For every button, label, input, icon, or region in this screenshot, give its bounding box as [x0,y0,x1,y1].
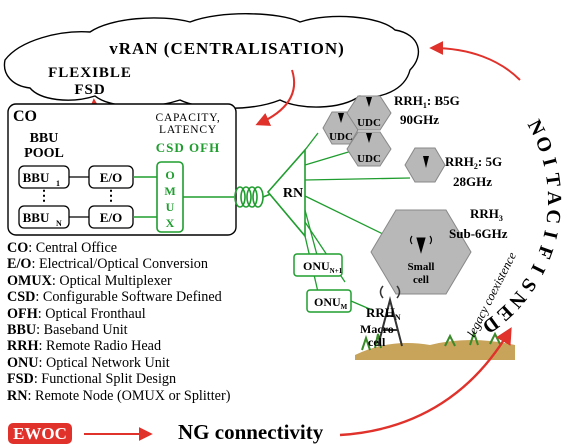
small-cell-label-1: Small [408,261,435,273]
cloud-title: vRAN (CENTRALISATION) [109,39,345,58]
csd-ofh-label: CSD OFH [156,140,220,155]
legend-row: E/O: Electrical/Optical Conversion [7,256,230,272]
legend-desc: : Remote Node (OMUX or Splitter) [27,387,231,404]
udc-label-2: UDC [357,117,381,129]
omux-m: M [164,184,175,198]
legend-desc: : Optical Multiplexer [51,272,172,289]
densification-letter: T [541,172,565,189]
fiber-coil [234,186,264,208]
ng-arrow [339,327,512,437]
omux-x: X [166,216,175,230]
rrh3-label: RRH3 [470,206,503,223]
rrh1-label: RRH1: B5G [394,93,460,110]
omux-o: O [165,168,174,182]
fsd-label: FSD [74,82,105,98]
densification-letter: C [541,208,564,225]
rrhn-label: RRHN [366,305,401,322]
flexible-label: FLEXIBLE [48,65,132,81]
latency-label: LATENCY [159,124,217,136]
legend-row: RN: Remote Node (OMUX or Splitter) [7,388,230,404]
bbu-pool-label-1: BBU [30,131,59,146]
densification-letter: A [543,191,565,206]
macro-label-1: Macro [360,322,394,336]
udc-antennas [338,97,429,168]
rrh3-freq: Sub-6GHz [449,226,508,241]
legend-row: CSD: Configurable Software Defined [7,289,230,305]
small-cell-label-2: cell [413,274,429,286]
macro-label-2: cell [368,335,386,349]
macro-cell-scene [355,285,515,360]
ewoc-badge: EWOC [8,423,72,444]
rrh2-label: RRH2: 5G [445,154,502,171]
udc-label-3: UDC [357,153,381,165]
arrow-to-co [255,69,296,126]
udc-cluster [322,95,446,183]
legend-desc: : Electrical/Optical Conversion [31,256,208,273]
bbu-pool-label-2: POOL [24,146,64,161]
onu-n1-label: ONUN+1 [303,259,343,275]
legend-row: OMUX: Optical Multiplexer [7,273,230,289]
rrh2-freq: 28GHz [453,174,492,189]
legend-key: OFH [7,305,38,322]
legend-key: RRH [7,338,39,355]
densification-letter: I [538,155,561,168]
legend-row: BBU: Baseband Unit [7,322,230,338]
vran-cloud [3,13,420,109]
small-cell-antenna [409,235,433,254]
onu-m-label: ONUM [314,295,348,311]
legend-key: OMUX [7,272,52,289]
densification-letter: O [531,133,557,155]
bbu-1-sub: 1 [56,179,60,188]
eo-n-label: E/O [100,210,122,225]
rrh1-freq: 90GHz [400,112,439,127]
legend-key: CO [7,240,29,256]
legend-key: ONU [7,354,39,371]
densification-letter: F [532,243,557,262]
legend-desc: : Central Office [28,240,118,256]
legend-desc: : Baseband Unit [36,322,128,339]
legend-key: CSD [7,289,36,306]
legend-desc: : Optical Fronthaul [37,305,146,322]
onu-n1-box [293,253,343,277]
remote-node [266,147,306,239]
bbu-n-sub: N [56,219,62,228]
omux-u: U [166,200,175,214]
bbu-dots: ⋮ [37,189,51,204]
udc-label-1: UDC [329,131,353,143]
bbu-n-label: BBU [23,210,50,225]
legend-row: RRH: Remote Radio Head [7,338,230,354]
legend-key: FSD [7,371,34,388]
legend-desc: : Functional Split Design [33,371,177,388]
bbu-1-label: BBU [23,170,50,185]
densification-letter: I [526,261,549,278]
ng-connectivity-label: NG connectivity [178,420,324,444]
legend-row: OFH: Optical Fronthaul [7,306,230,322]
capacity-label: CAPACITY, [155,112,220,124]
legend-desc: : Configurable Software Defined [35,289,222,306]
legend-key: BBU [7,322,37,339]
densification-arrow-top [429,41,521,81]
legend-row: FSD: Functional Split Design [7,371,230,387]
legend-key: RN [7,387,28,404]
densification-letter: I [538,228,561,241]
co-title: CO [13,108,37,125]
rn-label: RN [283,186,303,201]
legend-row: ONU: Optical Network Unit [7,355,230,371]
legend-key: E/O [7,256,32,273]
legend-desc: : Optical Network Unit [38,354,170,371]
eo-1-label: E/O [100,170,122,185]
legend-desc: : Remote Radio Head [38,338,162,355]
legend-row: CO: Central Office [7,240,230,256]
eo-dots: ⋮ [104,189,118,204]
